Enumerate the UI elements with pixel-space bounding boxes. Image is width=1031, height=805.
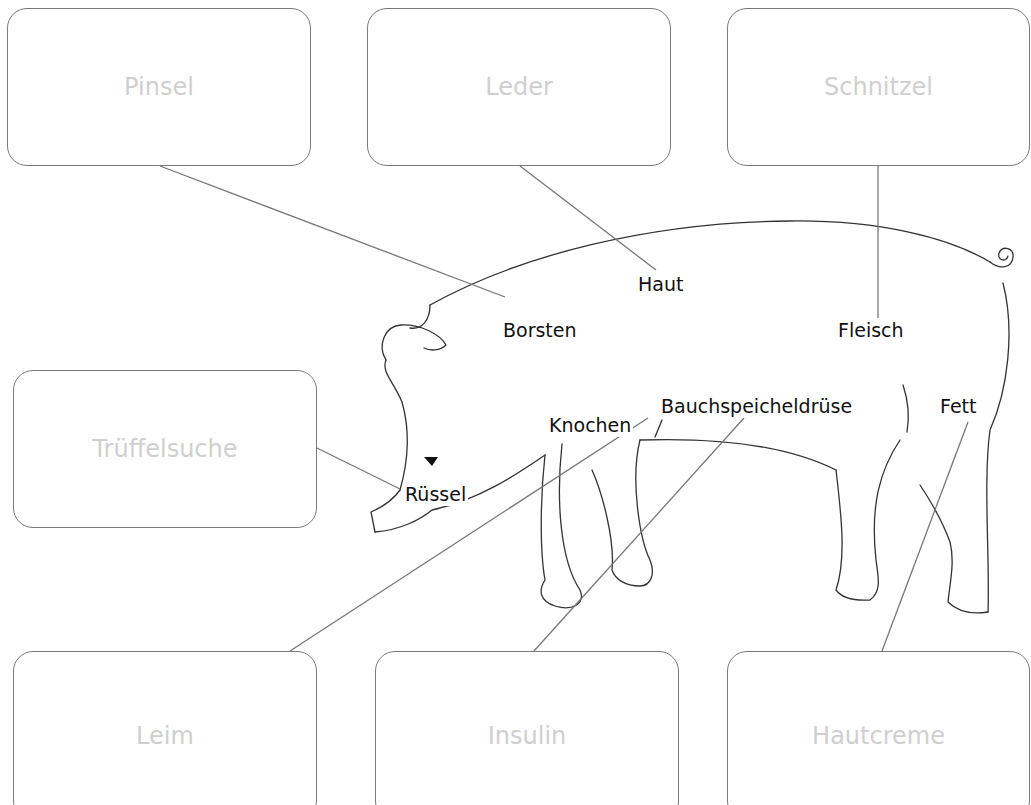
product-name: Insulin bbox=[478, 722, 577, 750]
product-box: Trüffelsuche bbox=[13, 370, 317, 528]
part-label: Bauchspeicheldrüse bbox=[659, 396, 854, 418]
part-label: Rüssel bbox=[403, 484, 468, 506]
product-name: Leder bbox=[475, 73, 563, 101]
product-name: Pinsel bbox=[114, 73, 204, 101]
product-box: Insulin bbox=[375, 651, 679, 805]
product-name: Hautcreme bbox=[802, 722, 955, 750]
product-box: Leim bbox=[13, 651, 317, 805]
part-label: Haut bbox=[636, 274, 685, 296]
product-box: Pinsel bbox=[7, 8, 311, 166]
part-label: Borsten bbox=[501, 320, 579, 342]
part-label: Fett bbox=[938, 396, 978, 418]
part-label: Fleisch bbox=[836, 320, 906, 342]
product-name: Trüffelsuche bbox=[82, 435, 247, 463]
product-name: Schnitzel bbox=[814, 73, 943, 101]
product-name: Leim bbox=[126, 722, 204, 750]
product-box: Hautcreme bbox=[727, 651, 1030, 805]
product-box: Schnitzel bbox=[727, 8, 1030, 166]
part-label: Knochen bbox=[547, 415, 633, 437]
product-box: Leder bbox=[367, 8, 671, 166]
